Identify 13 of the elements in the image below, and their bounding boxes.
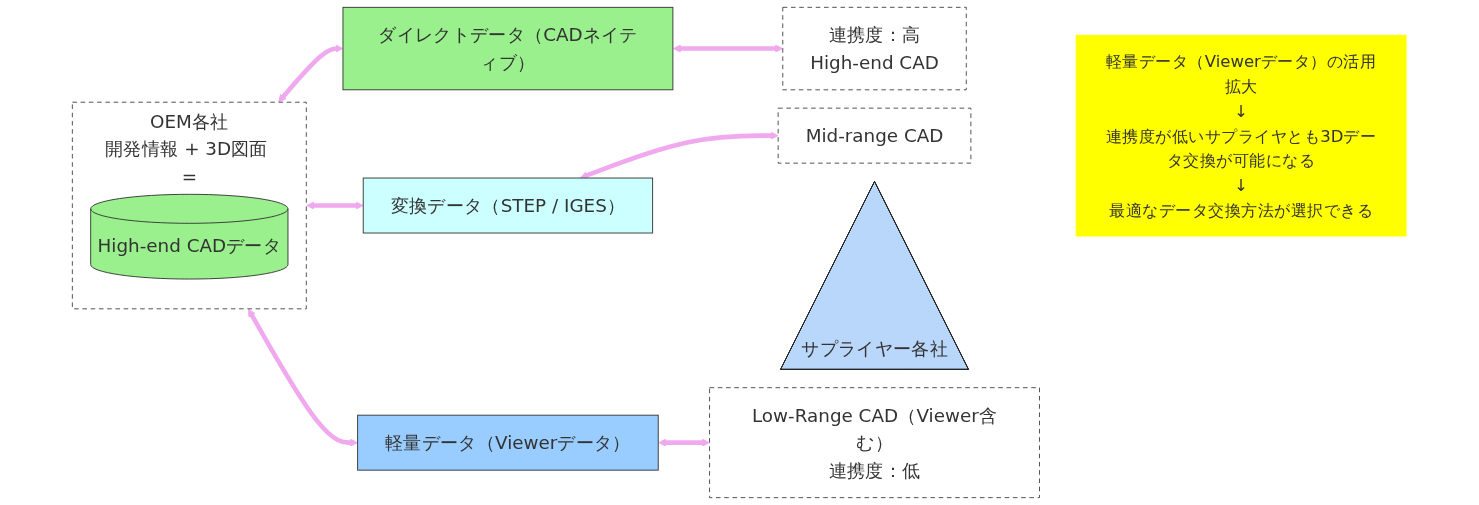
node-box: Mid-range CAD — [778, 107, 972, 164]
arrow — [248, 308, 359, 447]
arrow — [673, 44, 784, 53]
node-box: 変換データ（STEP / IGES） — [363, 177, 654, 234]
node-box: ダイレクトデータ（CADネイティブ） — [342, 6, 674, 91]
node-box: 軽量データ（Viewerデータ） — [357, 414, 659, 471]
node-box: 軽量データ（Viewerデータ）の活用拡大 ↓ 連携度が低いサプライヤとも3Dデータ交換が可能になる ↓ 最適なデータ交換方法が選択できる — [1075, 34, 1407, 237]
node-box: Low-Range CAD（Viewer含む） 連携度：低 — [709, 387, 1041, 499]
node-box: 連携度：高 High-end CAD — [782, 6, 968, 91]
arrow — [306, 201, 364, 210]
arrow — [278, 44, 344, 103]
arrow — [658, 438, 711, 447]
arrow — [580, 131, 779, 180]
